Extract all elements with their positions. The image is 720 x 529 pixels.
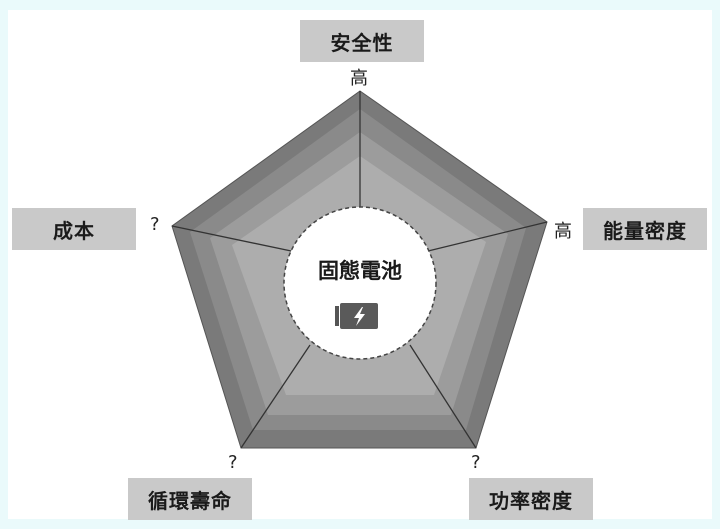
spoke-energy-density [423,221,548,253]
center-circle [283,206,437,360]
level-power-density: ? [471,452,481,473]
battery-charging-icon [335,303,378,329]
level-safety: 高 [350,68,368,89]
spoke-cost [171,225,297,253]
level-cycle-life: ? [228,452,238,473]
level-energy-density: 高 [554,221,572,242]
spoke-power-density [409,344,477,449]
spoke-cycle-life [240,344,311,449]
axis-label-cost: 成本 [12,208,136,250]
axis-label-safety: 安全性 [300,20,424,62]
level-cost: ? [150,214,160,235]
axis-label-cycle-life: 循環壽命 [128,478,252,520]
radar-spokes [171,91,548,449]
axis-label-power-density: 功率密度 [469,478,593,520]
axis-label-energy-density: 能量密度 [583,208,707,250]
center-title: 固態電池 [318,259,402,283]
